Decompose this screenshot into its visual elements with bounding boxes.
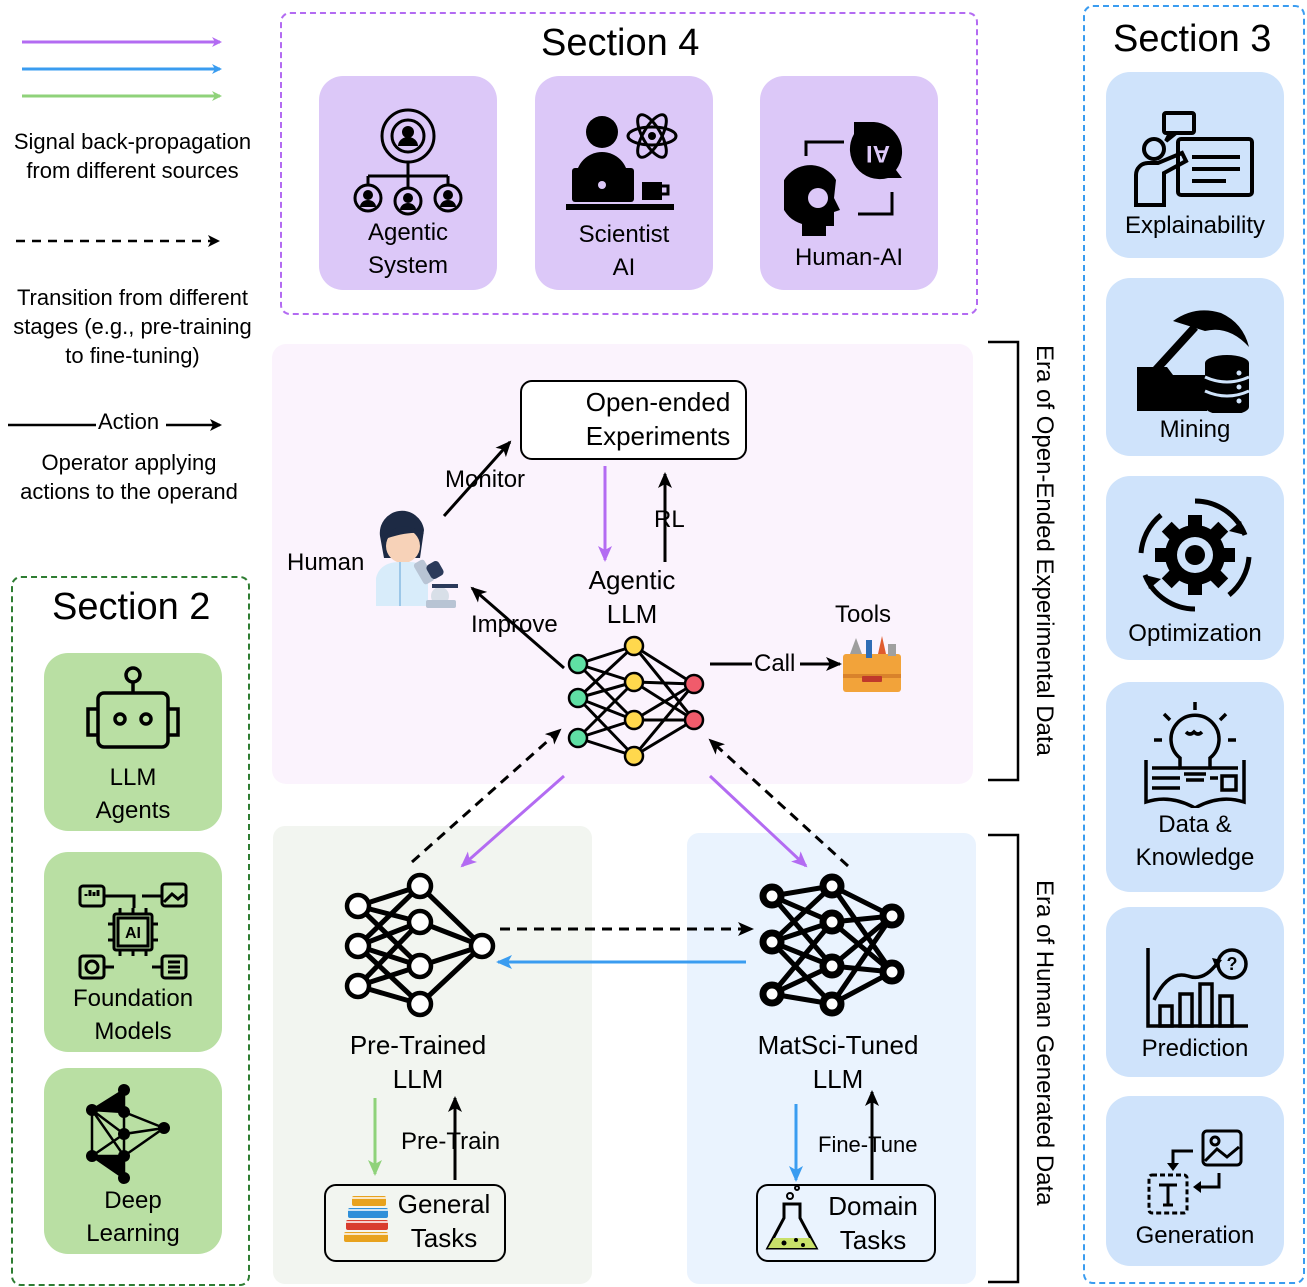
- agentic-to-matsci-arrow: [708, 774, 808, 868]
- rl-label: RL: [654, 506, 685, 533]
- data-knowledge-label: Data & Knowledge: [1135, 811, 1255, 871]
- pretrained-to-agentic-dashed: [411, 728, 562, 864]
- legend-operator-text: Operator applying actions to the operand: [20, 450, 238, 504]
- pretrain-label: Pre-Train: [401, 1128, 501, 1155]
- agentic-system-label: Agentic System: [367, 219, 449, 279]
- pretrained-llm-network: [344, 872, 496, 1018]
- tools-label: Tools: [835, 601, 892, 628]
- svg-text:AI: AI: [866, 140, 890, 167]
- books-icon: [344, 1196, 388, 1242]
- data-knowledge-card[interactable]: Data & Knowledge: [1106, 682, 1284, 892]
- explainability-card[interactable]: Explainability: [1106, 72, 1284, 258]
- agentic-system-card[interactable]: Agentic System: [319, 76, 497, 290]
- call-label: Call: [754, 650, 796, 677]
- mining-card[interactable]: Mining: [1106, 278, 1284, 456]
- prediction-label: Prediction: [1141, 1035, 1249, 1062]
- section-3-box: [1083, 5, 1305, 1284]
- legend-action-label: Action: [98, 409, 160, 434]
- matsci-llm-network: [759, 873, 905, 1017]
- era-human-bracket: [988, 833, 1020, 1284]
- foundation-models-card[interactable]: AI Foundation Models: [44, 852, 222, 1052]
- mining-label: Mining: [1159, 416, 1231, 443]
- human-ai-label: Human-AI: [794, 244, 904, 271]
- neural-graph-icon: [86, 1084, 170, 1184]
- section-2-title: Section 2: [52, 586, 211, 628]
- domain-tasks-box[interactable]: [756, 1184, 936, 1262]
- prediction-card[interactable]: ? Prediction: [1106, 907, 1284, 1077]
- human-label: Human: [287, 549, 365, 576]
- foundation-models-label: Foundation Models: [72, 985, 194, 1045]
- generation-card[interactable]: Generation: [1106, 1096, 1284, 1266]
- scientist-ai-label: Scientist AI: [578, 221, 670, 281]
- svg-text:AI: AI: [125, 925, 141, 942]
- mining-icon: [1137, 310, 1250, 413]
- svg-text:?: ?: [1227, 954, 1238, 974]
- matsci-panel: [687, 833, 976, 1284]
- general-tasks-box[interactable]: [324, 1184, 506, 1262]
- presentation-icon: [1134, 111, 1254, 207]
- monitor-arrow: [442, 440, 512, 517]
- generation-label: Generation: [1135, 1222, 1255, 1249]
- deep-learning-label: Deep Learning: [86, 1187, 180, 1247]
- section-3-title: Section 3: [1113, 18, 1272, 60]
- robot-icon: [86, 666, 180, 749]
- open-ended-experiments-label: Open-ended Experiments: [585, 387, 731, 451]
- section-4-title: Section 4: [541, 22, 700, 64]
- scientist-ai-icon: [566, 113, 678, 210]
- human-ai-card[interactable]: AI Human-AI: [760, 76, 938, 290]
- toolbox-icon: [843, 636, 901, 692]
- explainability-label: Explainability: [1124, 212, 1266, 239]
- human-scientist-icon: [376, 510, 458, 608]
- legend-signal-text: Signal back-propagation from different s…: [13, 129, 252, 183]
- legend-arrows: [8, 37, 222, 431]
- finetune-label: Fine-Tune: [818, 1132, 918, 1157]
- llm-agents-card[interactable]: LLM Agents: [44, 653, 222, 831]
- matsci-to-agentic-dashed: [708, 738, 850, 868]
- pretrained-llm-label: Pre-Trained LLM: [349, 1030, 487, 1094]
- agentic-llm-network: [567, 635, 705, 767]
- matsci-llm-label: MatSci-Tuned LLM: [757, 1030, 919, 1094]
- gear-cycle-icon: [1138, 498, 1252, 612]
- era-open-bracket: [988, 340, 1020, 782]
- section-2-box: [11, 576, 250, 1286]
- general-tasks-label: General Tasks: [397, 1189, 491, 1253]
- chart-question-icon: ?: [1146, 948, 1248, 1028]
- human-ai-icon: AI: [784, 122, 903, 236]
- text-to-image-icon: [1147, 1129, 1243, 1215]
- optimization-card[interactable]: Optimization: [1106, 476, 1284, 660]
- llm-agents-label: LLM Agents: [95, 764, 171, 824]
- domain-tasks-label: Domain Tasks: [828, 1191, 918, 1255]
- deep-learning-card[interactable]: Deep Learning: [44, 1068, 222, 1254]
- pretrained-panel: [273, 826, 592, 1284]
- agentic-llm-label: Agentic LLM: [588, 565, 676, 629]
- legend-transition-text: Transition from different stages (e.g., …: [13, 285, 252, 368]
- agentic-system-icon: [353, 108, 463, 216]
- optimization-label: Optimization: [1128, 620, 1262, 647]
- section-4-box: [280, 12, 978, 315]
- scientist-ai-card[interactable]: Scientist AI: [535, 76, 713, 290]
- flask-icon: [765, 1185, 819, 1250]
- lightbulb-book-icon: [1144, 702, 1246, 808]
- monitor-label: Monitor: [445, 466, 526, 493]
- era-human-generated-label: Era of Human Generated Data: [1031, 880, 1058, 1206]
- era-open-ended-label: Era of Open-Ended Experimental Data: [1031, 345, 1058, 756]
- ai-chip-icon: AI: [78, 882, 188, 980]
- improve-label: Improve: [471, 611, 558, 638]
- improve-arrow: [470, 586, 565, 670]
- agentic-to-pretrained-arrow: [460, 774, 565, 868]
- open-ended-experiments-box[interactable]: [520, 380, 747, 460]
